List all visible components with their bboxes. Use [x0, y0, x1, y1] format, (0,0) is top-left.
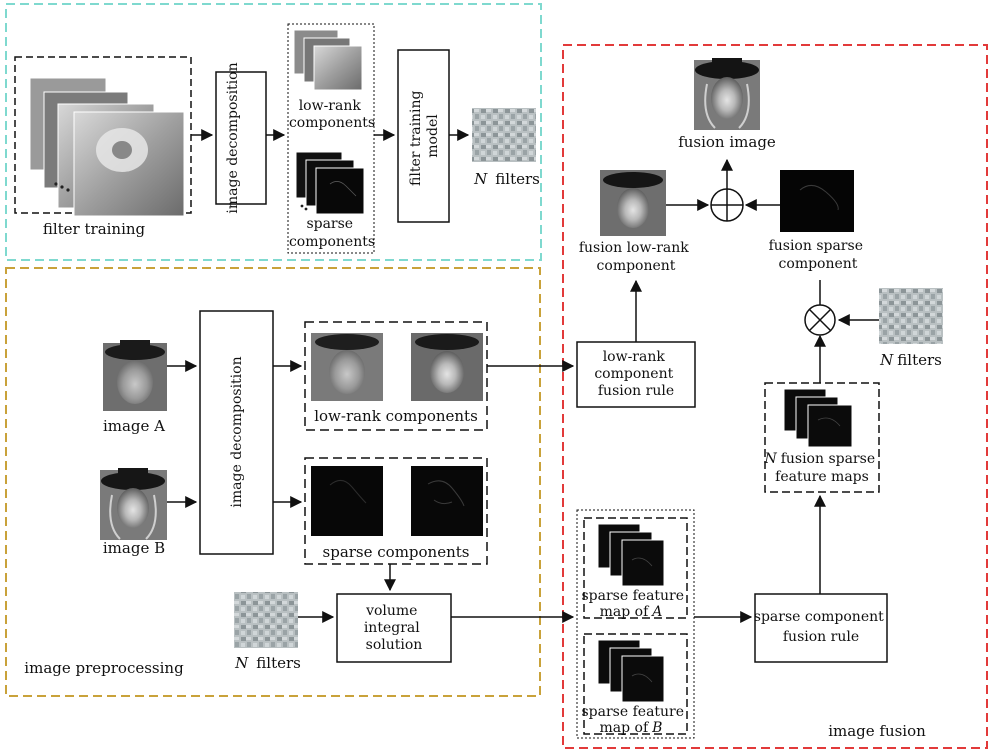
image-b-label: image B [103, 539, 165, 557]
training-image-stack [29, 77, 185, 217]
fusion-sparse-feature-maps-stack [783, 388, 853, 448]
filter-bank-thumbnail-bottom [234, 592, 298, 648]
low-rank-components-mid-group [304, 321, 488, 431]
sparse-feature-maps-group [576, 509, 695, 739]
image-decomposition-top-label: image decomposition [225, 62, 241, 213]
sparse-components-mid-group [304, 457, 488, 565]
fusion-image-label: fusion image [678, 133, 776, 151]
filter-training-model-label: filter training model [408, 86, 441, 186]
low-rank-components-mid-label: low-rank components [314, 407, 478, 425]
image-b-thumbnail [100, 468, 167, 540]
low-rank-component-fusion-rule-label: low-rank component fusion rule [594, 349, 677, 399]
volume-integral-solution-box [336, 593, 452, 663]
image-a-label: image A [103, 417, 165, 435]
sparse-component-fusion-rule-box [754, 593, 888, 663]
low-rank-mid-thumb-2 [411, 333, 483, 401]
image-decomposition-top-box [215, 71, 267, 205]
fusion-low-rank-component-label: fusion low-rank component [579, 240, 693, 274]
n-fusion-sparse-feature-maps-group [764, 382, 880, 493]
sparse-feature-map-a-stack [597, 523, 665, 587]
filter-bank-thumbnail-top [472, 108, 536, 162]
filter-training-region [5, 3, 542, 261]
otimes-icon [804, 304, 836, 336]
sparse-feature-map-a-group [583, 517, 688, 619]
sparse-components-mid-label: sparse components [323, 543, 470, 561]
image-decomposition-mid-box [199, 310, 274, 555]
image-fusion-label: image fusion [828, 722, 926, 740]
filter-training-model-box [397, 49, 450, 223]
sparse-feature-map-b-stack [597, 639, 665, 703]
sparse-component-fusion-rule-label: sparse component fusion rule [754, 609, 888, 645]
low-rank-stack-top [293, 29, 363, 91]
image-preprocessing-label: image preprocessing [24, 659, 184, 677]
fusion-image-thumb [694, 58, 760, 130]
sparse-components-top-label: sparse components [289, 216, 375, 250]
image-preprocessing-region [5, 267, 541, 697]
filter-training-label: filter training [43, 220, 146, 238]
fusion-sparse-component-thumb [780, 170, 854, 232]
image-fusion-region [562, 44, 988, 749]
volume-integral-solution-label: volume integral solution [364, 603, 424, 653]
filter-bank-thumbnail-right [879, 288, 943, 344]
fusion-sparse-component-label: fusion sparse component [769, 238, 868, 272]
sparse-stack-top [295, 151, 365, 215]
fusion-low-rank-component-thumb [600, 170, 666, 236]
sparse-feature-map-b-group [583, 633, 688, 735]
components-group-top [287, 23, 375, 254]
low-rank-mid-thumb-1 [311, 333, 383, 401]
sparse-mid-thumb-2 [411, 466, 483, 536]
sparse-mid-thumb-1 [311, 466, 383, 536]
image-decomposition-mid-label: image decomposition [229, 356, 245, 507]
low-rank-components-top-label: low-rank components [289, 98, 375, 131]
image-a-thumbnail [103, 340, 167, 411]
oplus-icon [710, 188, 744, 222]
